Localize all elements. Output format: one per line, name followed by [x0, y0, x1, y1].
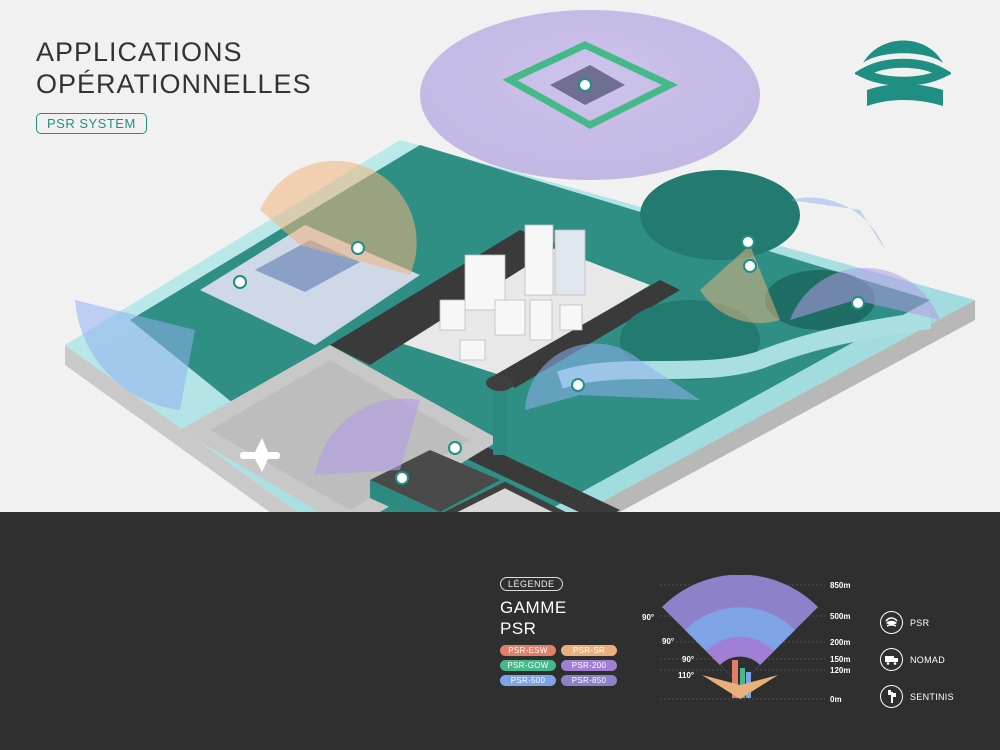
range-label-850: 850m: [830, 581, 850, 590]
coverage-zone-forest-3: [790, 267, 940, 320]
model-chips: PSR-ESW PSR-SR PSR-GOW PSR-200 PSR-500 P…: [500, 645, 620, 686]
model-chip-psr-200: PSR-200: [561, 660, 617, 671]
road-cross: [495, 280, 680, 388]
sentinis-mast-icon: [880, 685, 903, 708]
page-title-line-2: OPÉRATIONNELLES: [36, 69, 312, 99]
city-buildings: [439, 224, 586, 361]
range-label-500: 500m: [830, 612, 850, 621]
fan-bar-gow: [740, 668, 745, 698]
sensor-label-psr: PSR: [910, 617, 930, 628]
sensor-type-psr: PSR: [880, 604, 990, 641]
coverage-zone-airport: [315, 398, 420, 475]
range-title: GAMME PSR: [500, 597, 567, 639]
terminal-roof: [370, 450, 500, 512]
sensor-type-list: PSR NOMAD SENTINIS: [880, 604, 990, 715]
model-chip-psr-esw: PSR-ESW: [500, 645, 556, 656]
model-chip-psr-500: PSR-500: [500, 675, 556, 686]
coverage-zone-river: [790, 197, 885, 250]
page-title: APPLICATIONS OPÉRATIONNELLES: [36, 36, 312, 100]
sensor-label-nomad: NOMAD: [910, 654, 945, 665]
sensor-label-sentinis: SENTINIS: [910, 691, 954, 702]
fan-bar-esw: [732, 660, 738, 698]
angle-label-500: 90°: [662, 637, 674, 646]
model-chip-psr-sr: PSR-SR: [561, 645, 617, 656]
sensor-type-sentinis: SENTINIS: [880, 678, 990, 715]
sensor-markers: [233, 78, 865, 485]
fan-range-120: [702, 675, 778, 699]
page-title-line-1: APPLICATIONS: [36, 37, 243, 67]
brand-logo-icon: [855, 40, 951, 106]
legend-badge: LÉGENDE: [500, 577, 563, 591]
coverage-zone-forest-2: [700, 245, 780, 324]
coverage-zone-boat: [75, 300, 195, 410]
angle-label-850: 90°: [642, 613, 654, 622]
range-label-200: 200m: [830, 638, 850, 647]
range-title-line-2: PSR: [500, 619, 537, 638]
legend-panel: [0, 512, 1000, 750]
coverage-zone-forest-1: [525, 343, 700, 410]
psr-eye-icon: [880, 611, 903, 634]
angle-label-sr: 110°: [678, 671, 694, 680]
model-chip-psr-850: PSR-850: [561, 675, 617, 686]
control-tower: [493, 385, 507, 455]
sensor-type-nomad: NOMAD: [880, 641, 990, 678]
subtitle-badge: PSR SYSTEM: [36, 113, 147, 134]
range-fan-diagram: 850m 500m 200m 150m 120m 0m 90° 90° 90° …: [642, 575, 850, 704]
angle-label-200: 90°: [682, 655, 694, 664]
range-label-150: 150m: [830, 655, 850, 664]
model-chip-psr-gow: PSR-GOW: [500, 660, 556, 671]
range-label-0: 0m: [830, 695, 842, 704]
range-label-120: 120m: [830, 666, 850, 675]
nomad-truck-icon: [880, 648, 903, 671]
hill-1: [640, 170, 800, 260]
coverage-zone-industrial: [260, 160, 417, 275]
control-tower-cab: [486, 375, 514, 391]
range-title-line-1: GAMME: [500, 598, 567, 617]
airplane-icon: [240, 438, 280, 472]
secured-site-perimeter: [502, 41, 679, 129]
